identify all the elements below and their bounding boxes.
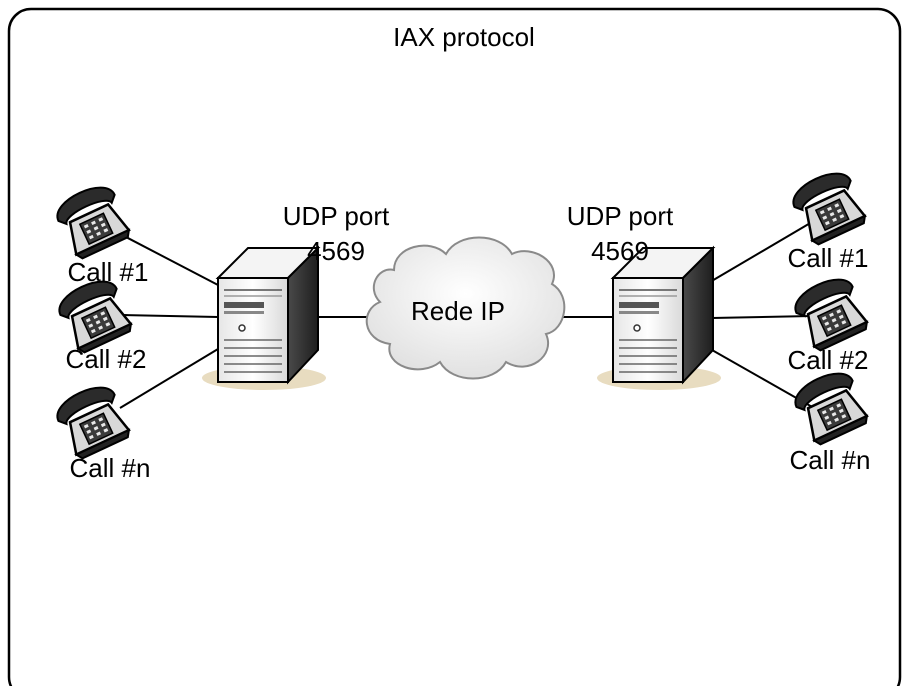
right-call-2-label: Call #2: [788, 345, 869, 375]
right-server-port-label: UDP port: [567, 201, 674, 231]
right-call-1-label: Call #1: [788, 243, 869, 273]
left-call-2-label: Call #2: [66, 344, 147, 374]
link-left-call-2: [123, 314, 219, 318]
link-right-call-1: [709, 221, 813, 283]
cloud-label: Rede IP: [411, 296, 505, 326]
right-server: UDP port 4569: [567, 201, 722, 391]
left-calls: Call #1 Call #2 Call #n: [50, 178, 151, 483]
network-cloud: Rede IP: [365, 236, 566, 380]
right-calls: Call #1 Call #2 Call #n: [786, 164, 873, 475]
connection-lines: [119, 221, 815, 409]
left-server-port-label: UDP port: [283, 201, 390, 231]
diagram-title: IAX protocol: [393, 22, 535, 52]
right-call-n-label: Call #n: [790, 445, 871, 475]
left-call-n-label: Call #n: [70, 453, 151, 483]
link-right-call-2: [711, 315, 813, 319]
left-server: UDP port 4569: [201, 201, 390, 391]
link-left-call-1: [123, 235, 219, 286]
right-server-port-number: 4569: [591, 236, 649, 266]
link-left-call-n: [119, 348, 219, 409]
left-server-port-number: 4569: [307, 236, 365, 266]
cloud-icon: [365, 236, 566, 380]
